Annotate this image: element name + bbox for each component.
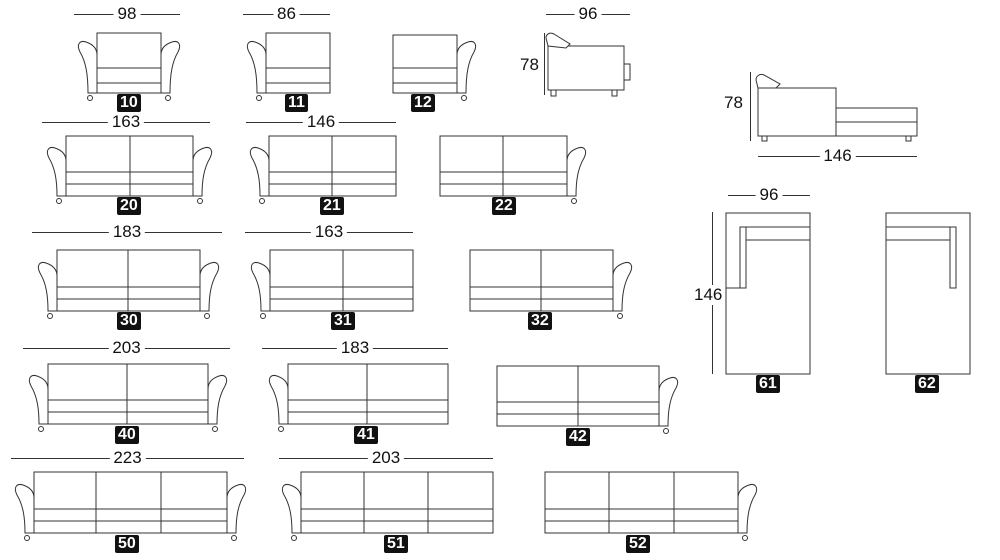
module-31-drawing [250, 249, 414, 319]
module-12-code: 12 [411, 94, 435, 112]
side-view-drawing [545, 32, 631, 97]
side-view-height: 78 [518, 55, 541, 75]
module-40-code: 40 [115, 426, 139, 444]
module-41-width: 183 [262, 338, 448, 358]
chaise-side-view-drawing [755, 73, 918, 142]
module-30-code: 30 [117, 312, 141, 330]
module-22-code: 22 [492, 197, 516, 215]
module-50-code: 50 [115, 535, 139, 553]
module-62-code: 62 [915, 375, 939, 393]
module-21-width: 146 [246, 112, 396, 132]
module-31-code: 31 [331, 312, 355, 330]
module-51-code: 51 [384, 535, 408, 553]
module-61-drawing [725, 212, 811, 375]
module-20-width: 163 [42, 112, 210, 132]
module-11-code: 11 [285, 94, 308, 112]
module-42-drawing [496, 365, 679, 434]
module-20-code: 20 [117, 197, 141, 215]
chaise-side-view-length: 146 [758, 146, 917, 166]
module-41-code: 41 [354, 426, 378, 444]
module-30-width: 183 [32, 222, 222, 242]
module-61-length: 146 [692, 285, 725, 305]
module-40-width: 203 [23, 338, 230, 358]
module-40-drawing [28, 363, 228, 432]
module-61-width: 96 [728, 185, 810, 205]
module-21-drawing [249, 135, 397, 204]
side-view-depth: 96 [546, 4, 630, 24]
module-51-width: 203 [279, 448, 493, 468]
module-12-drawing [392, 34, 477, 101]
module-10-drawing [77, 32, 181, 101]
module-61-code: 61 [756, 375, 780, 393]
module-21-code: 21 [320, 197, 344, 215]
side-view-height-line [544, 33, 545, 95]
module-41-drawing [268, 363, 449, 432]
module-42-code: 42 [566, 428, 590, 446]
module-20-drawing [46, 135, 213, 204]
module-10-code: 10 [117, 94, 141, 112]
module-62-drawing [885, 212, 971, 375]
module-52-drawing [544, 471, 758, 541]
module-31-width: 163 [245, 222, 413, 242]
module-32-drawing [469, 249, 633, 319]
chaise-side-height-line [750, 72, 751, 141]
chaise-side-view-height: 78 [722, 93, 745, 113]
module-11-drawing [246, 32, 331, 101]
module-30-drawing [37, 249, 220, 319]
module-52-code: 52 [626, 535, 650, 553]
module-51-drawing [281, 471, 494, 541]
module-32-code: 32 [528, 312, 552, 330]
module-11-width: 86 [243, 4, 330, 24]
module-50-width: 223 [11, 448, 244, 468]
module-50-drawing [14, 471, 247, 541]
module-10-width: 98 [74, 4, 180, 24]
module-22-drawing [439, 135, 587, 204]
